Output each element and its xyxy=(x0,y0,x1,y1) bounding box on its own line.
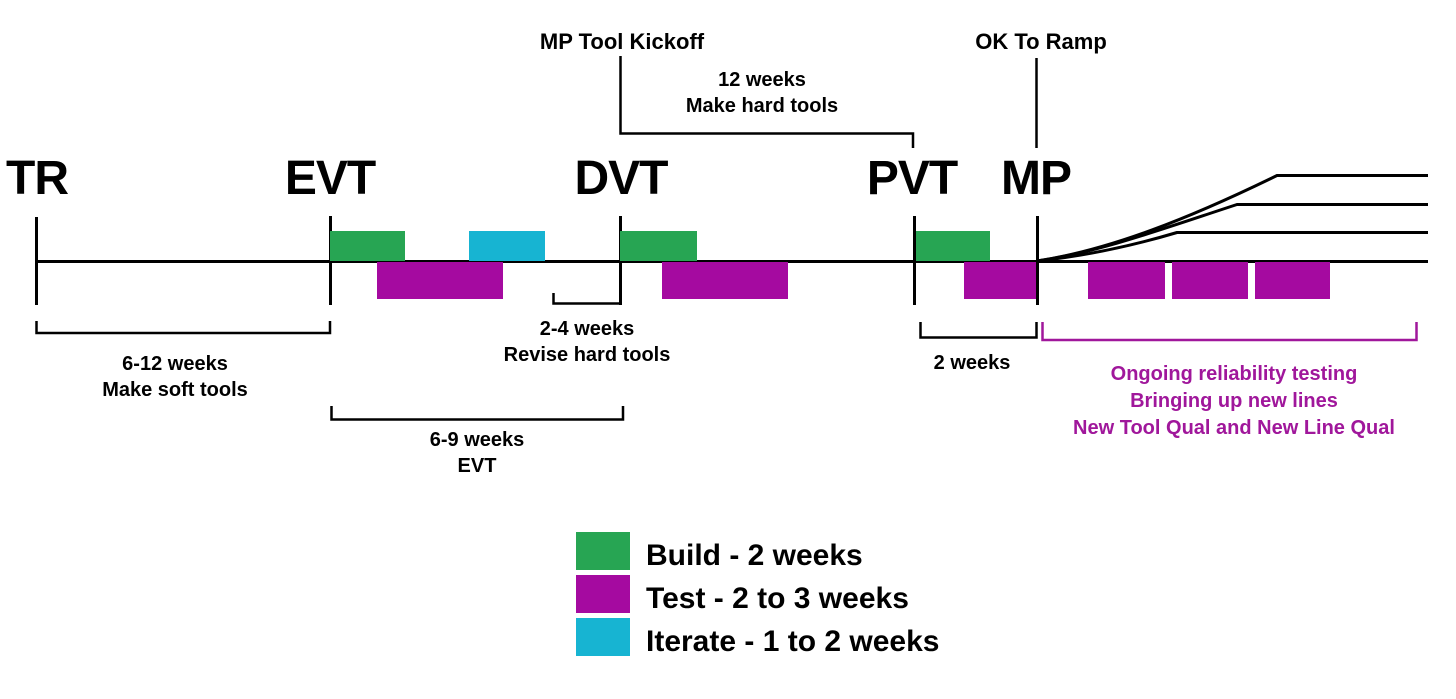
bracket-two-weeks xyxy=(919,322,1038,339)
bracket-evt-phase xyxy=(330,406,625,421)
bar-build xyxy=(330,231,405,261)
bracket-soft-tools xyxy=(35,321,332,335)
soft-tools-duration: 6-12 weeks xyxy=(122,353,228,375)
milestone-tr: TR xyxy=(6,152,69,205)
milestone-dvt: DVT xyxy=(574,152,669,205)
test-legend-label: Test - 2 to 3 weeks xyxy=(646,582,909,615)
label-mp-tool-kickoff: MP Tool Kickoff xyxy=(539,29,705,54)
build-swatch xyxy=(576,532,630,570)
iterate-swatch xyxy=(576,618,630,656)
bracket-ongoing-testing xyxy=(1041,322,1418,342)
label-revise-hard-tools: 2-4 weeks Revise hard tools xyxy=(504,316,671,368)
make-hard-tools-text: Make hard tools xyxy=(685,95,839,117)
milestone-mp: MP xyxy=(1001,152,1072,205)
bar-test xyxy=(1172,262,1248,299)
build-legend-label: Build - 2 weeks xyxy=(646,539,863,572)
bar-test xyxy=(964,262,1036,299)
bar-build xyxy=(916,231,990,261)
post-mp-line3: New Tool Qual and New Line Qual xyxy=(1073,417,1395,439)
legend-row-test: Test - 2 to 3 weeks xyxy=(576,575,939,618)
evt-phase-duration: 6-9 weeks xyxy=(429,429,525,451)
legend: Build - 2 weeks Test - 2 to 3 weeks Iter… xyxy=(576,532,939,661)
test-swatch xyxy=(576,575,630,613)
label-make-soft-tools: 6-12 weeks Make soft tools xyxy=(102,351,248,403)
bracket-make-hard-tools xyxy=(619,56,915,148)
soft-tools-text: Make soft tools xyxy=(102,379,248,401)
evt-phase-text: EVT xyxy=(457,455,497,477)
make-hard-tools-duration: 12 weeks xyxy=(718,69,806,91)
bar-test xyxy=(662,262,788,299)
bracket-revise-hard-tools xyxy=(552,293,620,305)
bar-iterate xyxy=(469,231,545,261)
label-pvt-to-mp: 2 weeks xyxy=(934,350,1011,376)
milestone-evt: EVT xyxy=(284,152,376,205)
ramp-curve-3 xyxy=(1036,231,1428,263)
revise-text: Revise hard tools xyxy=(503,344,671,366)
bar-test xyxy=(377,262,503,299)
bar-test xyxy=(1088,262,1165,299)
post-mp-line2: Bringing up new lines xyxy=(1130,390,1338,412)
post-mp-line1: Ongoing reliability testing xyxy=(1110,363,1358,385)
revise-duration: 2-4 weeks xyxy=(539,318,635,340)
legend-row-iterate: Iterate - 1 to 2 weeks xyxy=(576,618,939,661)
pvt-mp-duration: 2 weeks xyxy=(933,352,1011,374)
iterate-legend-label: Iterate - 1 to 2 weeks xyxy=(646,625,940,658)
legend-row-build: Build - 2 weeks xyxy=(576,532,939,575)
bar-build xyxy=(620,231,697,261)
label-post-mp-activities: Ongoing reliability testing Bringing up … xyxy=(1073,361,1395,442)
bar-test xyxy=(1255,262,1330,299)
label-ok-to-ramp: OK To Ramp xyxy=(975,29,1107,54)
milestone-pvt: PVT xyxy=(866,152,958,205)
label-make-hard-tools: 12 weeks Make hard tools xyxy=(686,67,838,119)
label-evt-phase: 6-9 weeks EVT xyxy=(430,427,525,479)
